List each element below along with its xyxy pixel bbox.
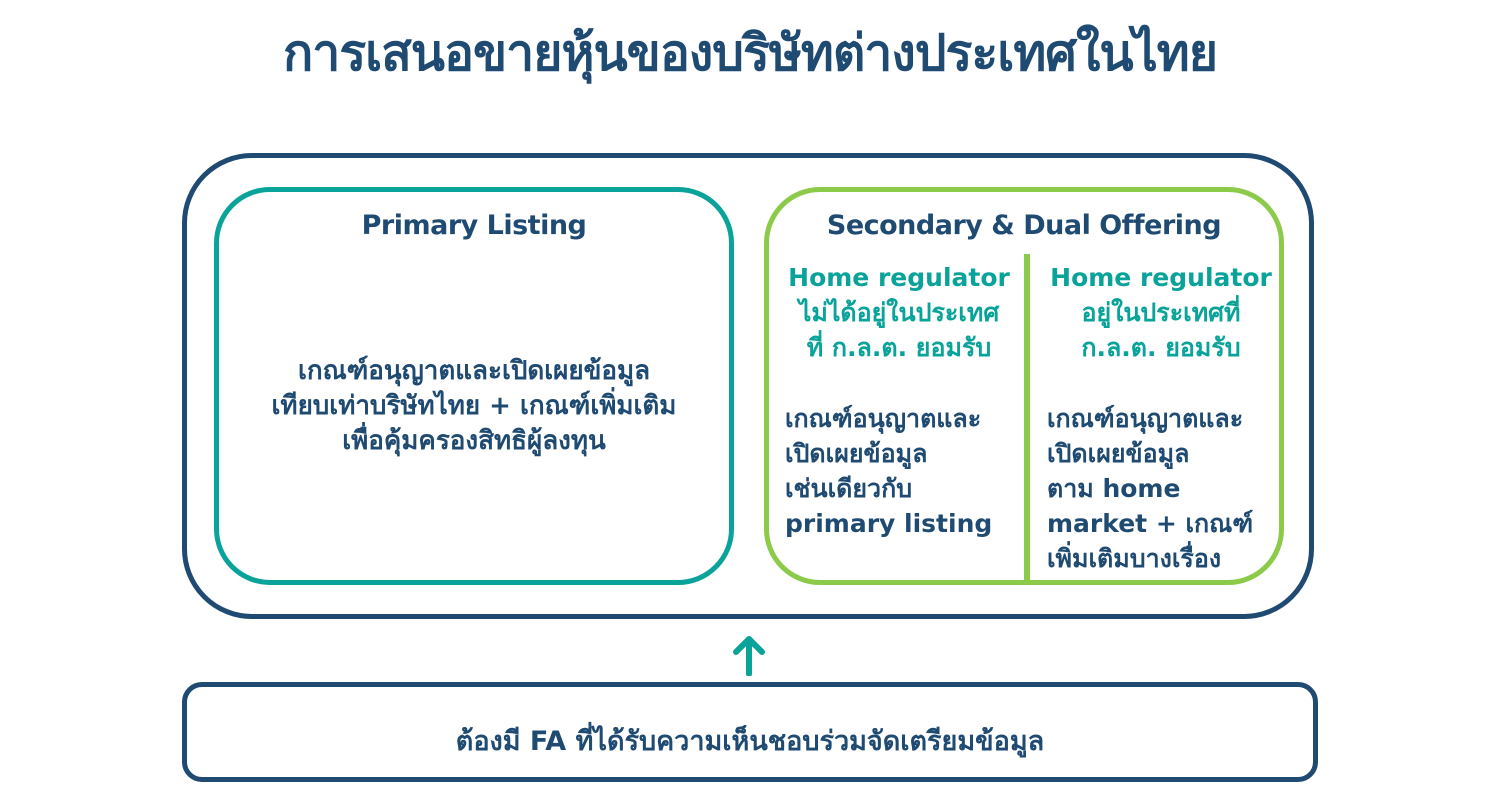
fa-requirement-box: ต้องมี FA ที่ได้รับความเห็นชอบร่วมจัดเตร…	[182, 682, 1318, 782]
rule-line: เพิ่มเติมบางเรื่อง	[1047, 544, 1222, 573]
primary-body-line: เกณฑ์อนุญาตและเปิดเผยข้อมูล	[297, 356, 651, 386]
rule-line: เปิดเผยข้อมูล	[1047, 439, 1190, 468]
rule-line: เกณฑ์อนุญาตและ	[1047, 404, 1244, 433]
recognized-regulator-rules: เกณฑ์อนุญาตและ เปิดเผยข้อมูล ตาม home ma…	[1041, 401, 1281, 576]
secondary-dual-offering-box: Secondary & Dual Offering Home regulator…	[764, 187, 1284, 585]
foreign-regulator-column: Home regulator ไม่ได้อยู่ในประเทศ ที่ ก.…	[779, 260, 1019, 541]
foreign-regulator-condition: Home regulator ไม่ได้อยู่ในประเทศ ที่ ก.…	[779, 260, 1019, 365]
regulator-line: อยู่ในประเทศที่	[1081, 298, 1241, 327]
rule-line: เปิดเผยข้อมูล	[785, 439, 928, 468]
regulator-line: Home regulator	[788, 263, 1010, 292]
regulator-line: ไม่ได้อยู่ในประเทศ	[798, 298, 1000, 327]
recognized-regulator-condition: Home regulator อยู่ในประเทศที่ ก.ล.ต. ยอ…	[1041, 260, 1281, 365]
column-divider	[1024, 254, 1030, 584]
secondary-dual-offering-heading: Secondary & Dual Offering	[826, 210, 1222, 241]
regulator-line: Home regulator	[1050, 263, 1272, 292]
rule-line: เกณฑ์อนุญาตและ	[785, 404, 982, 433]
rule-line: market + เกณฑ์	[1047, 509, 1254, 538]
primary-listing-description: เกณฑ์อนุญาตและเปิดเผยข้อมูล เทียบเท่าบริ…	[239, 354, 709, 459]
rule-line: เช่นเดียวกับ	[785, 474, 913, 503]
primary-body-line: เพื่อคุ้มครองสิทธิผู้ลงทุน	[342, 426, 606, 456]
page-title: การเสนอขายหุ้นของบริษัทต่างประเทศในไทย	[282, 24, 1218, 82]
rule-line: ตาม home	[1047, 474, 1181, 503]
offering-types-container	[182, 153, 1314, 619]
primary-body-line: เทียบเท่าบริษัทไทย + เกณฑ์เพิ่มเติม	[271, 391, 677, 421]
foreign-regulator-rules: เกณฑ์อนุญาตและ เปิดเผยข้อมูล เช่นเดียวกั…	[779, 401, 1019, 541]
rule-line: primary listing	[785, 509, 993, 538]
primary-listing-box: Primary Listing เกณฑ์อนุญาตและเปิดเผยข้อ…	[214, 187, 734, 585]
fa-requirement-text: ต้องมี FA ที่ได้รับความเห็นชอบร่วมจัดเตร…	[455, 726, 1045, 757]
arrow-up-icon	[733, 636, 765, 676]
recognized-regulator-column: Home regulator อยู่ในประเทศที่ ก.ล.ต. ยอ…	[1041, 260, 1281, 576]
regulator-line: ก.ล.ต. ยอมรับ	[1081, 333, 1241, 362]
regulator-line: ที่ ก.ล.ต. ยอมรับ	[806, 333, 992, 362]
primary-listing-heading: Primary Listing	[361, 210, 587, 241]
